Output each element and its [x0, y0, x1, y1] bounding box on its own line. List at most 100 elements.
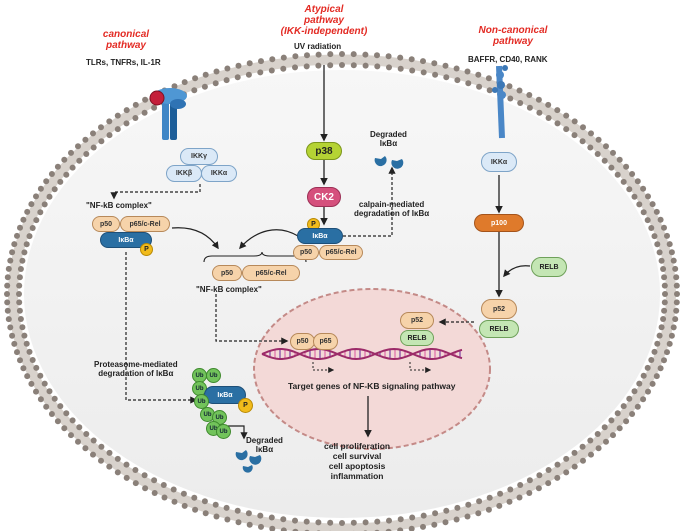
phospholipid-head: [90, 130, 96, 137]
phospholipid-head: [580, 457, 586, 464]
phospholipid-head: [636, 380, 643, 387]
phospholipid-head: [63, 171, 70, 178]
phospholipid-head: [516, 494, 523, 501]
ikba-proteasome: IκBα: [204, 386, 246, 404]
arrow-complex-to-nucleus: [215, 294, 289, 345]
phospholipid-head: [536, 472, 543, 479]
phospholipid-head: [465, 501, 472, 508]
phospholipid-head: [132, 467, 139, 473]
phospholipid-head: [202, 71, 209, 78]
dna-strand-b: [261, 347, 463, 361]
arrow-transcription-right: [409, 362, 432, 373]
phospholipid-head: [661, 357, 667, 364]
noncanonical-pathway-title: Non-canonical pathway: [478, 25, 548, 47]
phospholipid-head: [554, 474, 561, 481]
phospholipid-head: [420, 58, 426, 65]
phospholipid-head: [76, 157, 83, 164]
phospholipid-head: [545, 115, 552, 121]
phospholipid-head: [374, 518, 381, 525]
phospholipid-head: [432, 510, 439, 517]
phospholipid-head: [223, 504, 230, 511]
phospholipid-head: [98, 443, 105, 450]
phospholipid-head: [268, 514, 275, 521]
ubiquitin-8: Ub: [216, 424, 231, 439]
phospholipid-head: [11, 340, 18, 347]
phospholipid-head: [626, 186, 633, 193]
phospholipid-head: [475, 510, 482, 517]
phospholipid-head: [212, 80, 219, 87]
phospholipid-head: [17, 357, 23, 364]
phospholipid-head: [33, 217, 40, 224]
phospholipid-head: [151, 477, 158, 484]
phospholipid-head: [48, 171, 55, 177]
phospholipid-head: [603, 438, 609, 445]
phospholipid-head: [191, 494, 198, 501]
phospholipid-head: [670, 324, 677, 331]
phospholipid-head: [339, 51, 345, 57]
phospholipid-head: [21, 249, 28, 256]
phospholipid-head: [43, 178, 50, 185]
phospholipid-head: [554, 120, 561, 127]
noncanonical-receptors: BAFFR, CD40, RANK: [468, 55, 548, 64]
phospholipid-head: [339, 520, 345, 526]
ikba-left: IκBα: [100, 232, 152, 248]
phospholipid-head: [4, 282, 11, 289]
phospholipid-head: [648, 357, 655, 363]
phospholipid-head: [114, 469, 121, 476]
phospholipid-head: [420, 512, 427, 519]
phospholipid-head: [69, 417, 76, 424]
phospholipid-head: [601, 424, 608, 431]
phospholipid-head: [485, 506, 492, 513]
phospholipid-head: [258, 523, 264, 530]
phospholipid-head: [171, 498, 178, 505]
phospholipid-head: [114, 126, 121, 133]
phospholipid-head: [610, 432, 616, 439]
phospholipid-head: [644, 217, 651, 224]
phospholipid-head: [76, 424, 83, 431]
phospholipid-head: [620, 403, 627, 410]
phospholipid-head: [603, 143, 609, 150]
phospholipid-head: [46, 388, 53, 395]
phospholipid-head: [201, 83, 208, 90]
phospholipid-head: [657, 365, 664, 372]
phospholipid-head: [594, 151, 601, 157]
phospholipid-head: [374, 63, 381, 70]
phospholipid-head: [61, 425, 68, 432]
phospholipid-head: [431, 521, 438, 528]
p52-cyto: p52: [481, 299, 517, 319]
phospholipid-head: [409, 514, 416, 521]
phospholipid-head: [545, 467, 552, 473]
phospholipid-head: [26, 233, 33, 240]
phospholipid-head: [571, 118, 578, 125]
phospholipid-head: [657, 216, 664, 223]
phospholipid-head: [486, 87, 493, 94]
arrow-ikk-to-complex: [110, 184, 201, 200]
phospholipid-head: [16, 307, 23, 314]
phospholipid-head: [292, 64, 298, 71]
phospholipid-head: [563, 469, 570, 476]
phospholipid-head: [82, 136, 89, 143]
canonical-receptors: TLRs, TNFRs, IL-1R: [86, 58, 161, 67]
phospholipid-head: [48, 411, 55, 417]
phospholipid-head: [362, 62, 369, 69]
phospholipid-head: [442, 519, 449, 526]
phospholipid-head: [303, 518, 310, 525]
phospholipid-head: [37, 396, 44, 403]
phospholipid-head: [33, 193, 39, 200]
phospholipid-head: [292, 517, 298, 524]
ck2-node: CK2: [307, 187, 341, 207]
phospholipid-head: [662, 291, 668, 297]
nfkb-complex-label-left: "NF-kB complex": [86, 201, 152, 210]
phospholipid-head: [506, 498, 513, 505]
phospholipid-head: [98, 138, 105, 145]
dna-strand-a: [261, 347, 463, 361]
cell-membrane: [4, 51, 680, 531]
phospholipid-head: [640, 185, 647, 192]
phospholipid-head: [315, 51, 322, 58]
phospholipid-head: [563, 455, 570, 462]
phospholipid-head: [315, 62, 322, 69]
phospholipid-head: [37, 209, 44, 216]
phospholipid-head: [213, 68, 220, 75]
phospholipid-head: [29, 225, 36, 231]
phospholipid-head: [98, 457, 104, 464]
